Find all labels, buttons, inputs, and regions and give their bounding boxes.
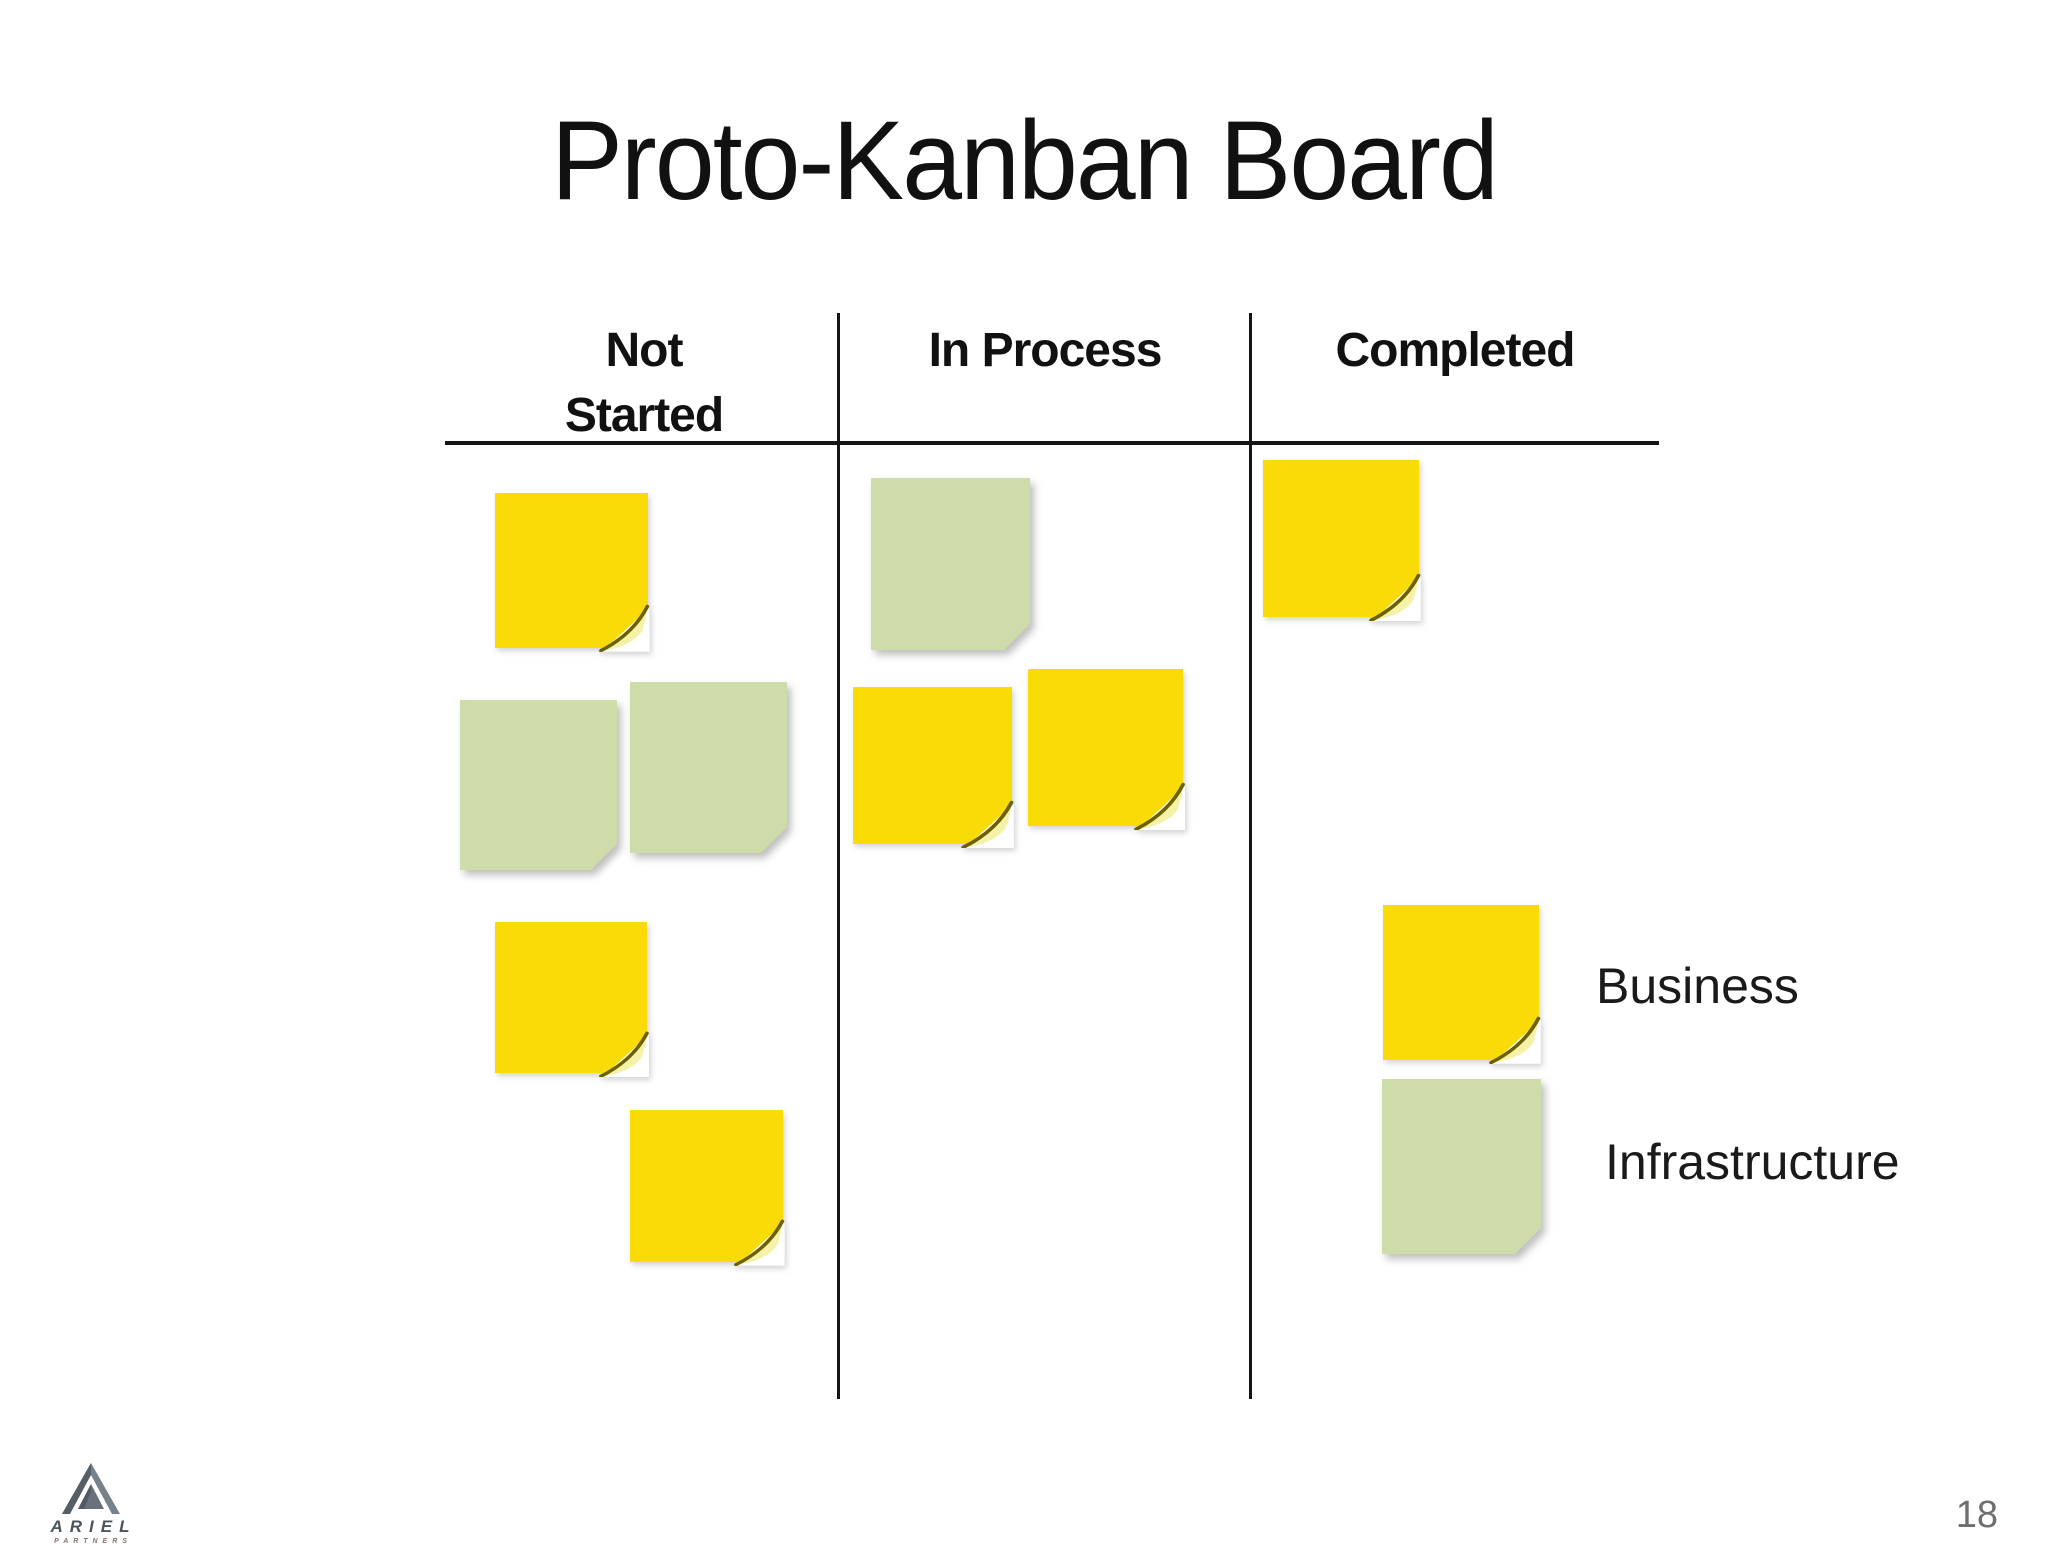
sticky-note-business: [1383, 905, 1541, 1064]
sticky-note-infrastructure: [1382, 1079, 1541, 1254]
column-header-in-process: In Process: [928, 324, 1163, 377]
triangle-logo-icon: [62, 1463, 120, 1514]
column-divider-line-1: [837, 313, 840, 1399]
sticky-note-business: [495, 493, 650, 652]
legend-label-infrastructure: Infrastructure: [1605, 1134, 1900, 1190]
sticky-note-business: [1028, 669, 1185, 830]
board-header-divider-line: [445, 441, 1659, 445]
sticky-note-infrastructure: [871, 478, 1030, 650]
column-header-not-started: Not Started: [564, 324, 724, 442]
page-number: 18: [1955, 1494, 1998, 1536]
sticky-note-infrastructure: [460, 700, 617, 870]
sticky-note-infrastructure: [630, 682, 787, 853]
legend-label-business: Business: [1596, 958, 1799, 1014]
logo-subtext: PARTNERS: [54, 1538, 132, 1545]
column-divider-line-2: [1249, 313, 1252, 1399]
logo-text: ARIEL: [50, 1517, 137, 1536]
sticky-note-business: [853, 687, 1014, 848]
company-logo: ARIEL PARTNERS: [36, 1462, 146, 1545]
column-header-completed: Completed: [1335, 324, 1575, 377]
slide-title: Proto-Kanban Board: [551, 98, 1499, 223]
sticky-note-business: [495, 922, 649, 1077]
sticky-note-business: [630, 1110, 785, 1266]
sticky-note-business: [1263, 460, 1421, 621]
